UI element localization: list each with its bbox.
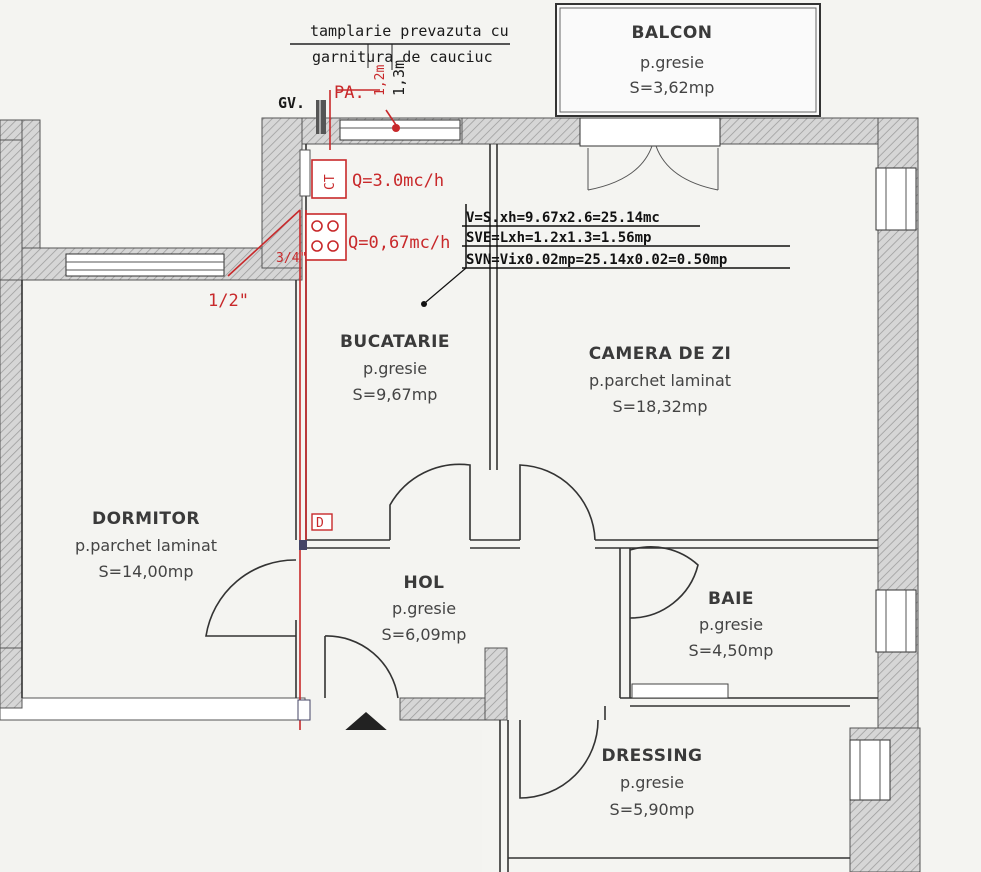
label-q2: Q=0,67mc/h xyxy=(348,233,450,253)
room-bucatarie-name: BUCATARIE xyxy=(340,332,450,352)
boiler-ct xyxy=(311,159,347,199)
label-height-2: 1,3m xyxy=(390,60,408,96)
gas-installation xyxy=(227,89,400,730)
room-bucatarie-floor: p.gresie xyxy=(363,359,427,378)
wall-bottom-hol xyxy=(399,697,491,721)
wall-niche-left xyxy=(21,119,41,251)
window-right-2 xyxy=(875,589,917,653)
calc-line-1: V=S.xh=9.67x2.6=25.14mc xyxy=(466,210,660,226)
room-hol-area: S=6,09mp xyxy=(382,625,467,644)
room-dressing-floor: p.gresie xyxy=(620,773,684,792)
wall-left-top xyxy=(0,119,23,281)
room-camera-area: S=18,32mp xyxy=(612,397,707,416)
room-hol: HOL p.gresie S=6,09mp xyxy=(382,573,467,644)
entrance-arrow-icon xyxy=(343,712,389,732)
window-kitchen xyxy=(339,119,461,141)
room-dressing-area: S=5,90mp xyxy=(610,800,695,819)
window-dormitor xyxy=(65,253,225,277)
blank-region xyxy=(0,730,482,872)
room-dressing-name: DRESSING xyxy=(601,746,702,766)
room-balcon-name: BALCON xyxy=(631,23,712,43)
label-height-1: 1,2m xyxy=(373,65,388,96)
room-dormitor-floor: p.parchet laminat xyxy=(75,536,217,555)
window-right-1 xyxy=(875,167,917,231)
gas-meter-d xyxy=(311,513,333,531)
label-gv: GV. xyxy=(278,94,305,112)
room-camera-de-zi: CAMERA DE ZI p.parchet laminat S=18,32mp xyxy=(589,344,732,416)
stove xyxy=(305,213,347,261)
label-d: D xyxy=(316,516,324,531)
room-dormitor: DORMITOR p.parchet laminat S=14,00mp xyxy=(75,509,217,581)
room-dressing: DRESSING p.gresie S=5,90mp xyxy=(601,746,702,819)
room-balcon-floor: p.gresie xyxy=(640,53,704,72)
room-baie-area: S=4,50mp xyxy=(689,641,774,660)
doors xyxy=(205,463,699,799)
wall-left xyxy=(0,279,23,699)
label-pipe-small: 3/4" xyxy=(276,251,307,266)
room-bucatarie-area: S=9,67mp xyxy=(353,385,438,404)
note-line-1: tamplarie prevazuta cu xyxy=(310,22,509,40)
room-baie-floor: p.gresie xyxy=(699,615,763,634)
balcony-door xyxy=(579,117,721,147)
room-hol-floor: p.gresie xyxy=(392,599,456,618)
room-dormitor-name: DORMITOR xyxy=(92,509,200,529)
room-balcon-area: S=3,62mp xyxy=(630,78,715,97)
room-hol-name: HOL xyxy=(403,573,444,593)
room-camera-name: CAMERA DE ZI xyxy=(589,344,732,364)
window-right-3 xyxy=(849,739,891,801)
interior-walls xyxy=(21,144,878,872)
wall-pillar xyxy=(484,647,508,721)
note-line-2: garnitura de cauciuc xyxy=(312,48,493,66)
label-ct: CT xyxy=(323,174,338,190)
wall-niche-right xyxy=(261,117,303,269)
wall-left-bottom xyxy=(0,647,23,709)
wall-bottom-dormitor xyxy=(0,697,306,721)
balcony-outline xyxy=(555,3,821,117)
room-baie: BAIE p.gresie S=4,50mp xyxy=(689,589,774,660)
label-pa: PA. xyxy=(334,83,365,103)
label-q1: Q=3.0mc/h xyxy=(352,171,444,191)
room-camera-floor: p.parchet laminat xyxy=(589,371,731,390)
room-bucatarie: BUCATARIE p.gresie S=9,67mp xyxy=(340,332,450,404)
calc-line-2: SVE=Lxh=1.2x1.3=1.56mp xyxy=(466,230,651,246)
label-pipe: 1/2" xyxy=(208,291,249,311)
calc-line-3: SVN=Vix0.02mp=25.14x0.02=0.50mp xyxy=(466,252,727,268)
room-baie-name: BAIE xyxy=(708,589,754,609)
room-balcon: BALCON p.gresie S=3,62mp xyxy=(630,23,715,97)
room-dormitor-area: S=14,00mp xyxy=(98,562,193,581)
